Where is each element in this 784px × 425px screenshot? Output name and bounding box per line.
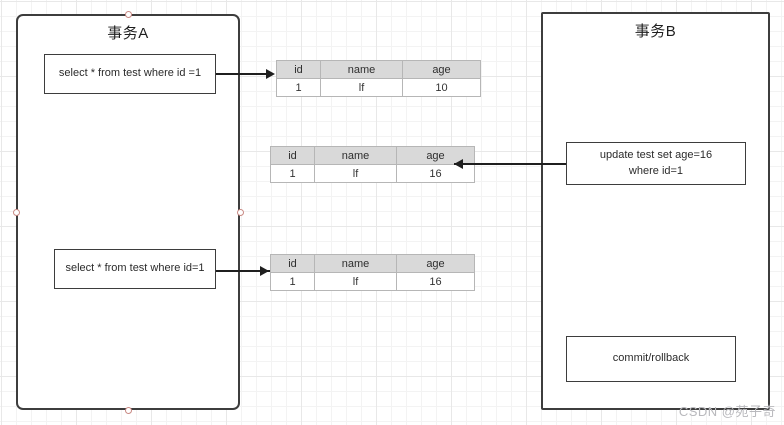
statement-box-select-second[interactable]: select * from test where id=1 xyxy=(54,249,216,289)
resize-handle-a-top[interactable] xyxy=(124,10,132,18)
table-row: 1 lf 10 xyxy=(276,78,481,97)
resize-handle-a-left[interactable] xyxy=(12,208,20,216)
column-header-id: id xyxy=(276,60,321,79)
watermark: CSDN @苑子奇 xyxy=(678,404,776,419)
cell-name: lf xyxy=(314,272,397,291)
statement-box-update[interactable]: update test set age=16 where id=1 xyxy=(566,142,746,185)
column-header-id: id xyxy=(270,146,315,165)
connector-update-to-table xyxy=(454,163,566,165)
connector-select-first-to-table xyxy=(216,73,270,75)
transaction-a-title: 事务A xyxy=(107,25,149,42)
cell-id: 1 xyxy=(270,164,315,183)
arrowhead-right-icon-first xyxy=(266,69,275,79)
cell-age: 16 xyxy=(396,272,475,291)
column-header-name: name xyxy=(320,60,403,79)
column-header-name: name xyxy=(314,146,397,165)
result-table-first-read: id name age 1 lf 10 xyxy=(276,60,481,97)
table-header-row: id name age xyxy=(270,146,475,165)
cell-id: 1 xyxy=(276,78,321,97)
cell-age: 10 xyxy=(402,78,481,97)
result-table-after-update: id name age 1 lf 16 xyxy=(270,146,475,183)
column-header-age: age xyxy=(396,254,475,273)
connector-select-second-to-table xyxy=(216,270,270,272)
table-header-row: id name age xyxy=(276,60,481,79)
table-header-row: id name age xyxy=(270,254,475,273)
cell-name: lf xyxy=(320,78,403,97)
result-table-second-read: id name age 1 lf 16 xyxy=(270,254,475,291)
statement-box-commit-rollback[interactable]: commit/rollback xyxy=(566,336,736,382)
resize-handle-a-right[interactable] xyxy=(236,208,244,216)
cell-name: lf xyxy=(314,164,397,183)
column-header-id: id xyxy=(270,254,315,273)
table-row: 1 lf 16 xyxy=(270,272,475,291)
resize-handle-a-bottom[interactable] xyxy=(124,406,132,414)
column-header-age: age xyxy=(402,60,481,79)
cell-id: 1 xyxy=(270,272,315,291)
statement-box-select-first[interactable]: select * from test where id =1 xyxy=(44,54,216,94)
arrowhead-left-icon-update xyxy=(454,159,463,169)
arrowhead-right-icon-second xyxy=(260,266,269,276)
table-row: 1 lf 16 xyxy=(270,164,475,183)
column-header-name: name xyxy=(314,254,397,273)
transaction-b-title: 事务B xyxy=(634,23,677,40)
